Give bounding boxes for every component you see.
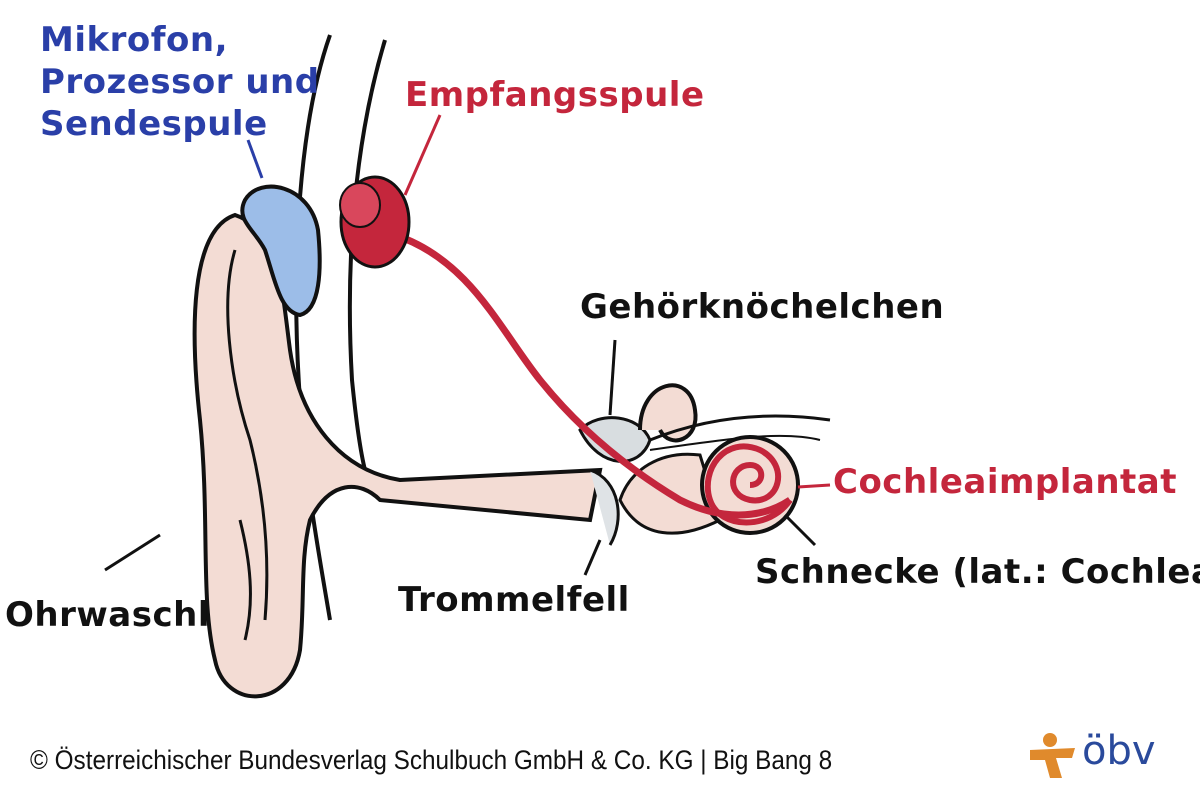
label-processor-line1: Mikrofon, <box>40 20 228 60</box>
cochlea-pointer <box>783 513 817 547</box>
receiver-pointer <box>403 114 442 196</box>
ossicles-pointer <box>608 339 617 416</box>
label-eardrum: Trommelfell <box>398 580 630 620</box>
label-receiver: Empfangsspule <box>405 75 705 115</box>
receiver-coil-cap <box>339 182 381 228</box>
eardrum <box>589 468 620 546</box>
obv-logo-mark <box>1030 733 1075 778</box>
copyright-footer: © Österreichischer Bundesverlag Schulbuc… <box>30 745 833 775</box>
ear-lobe-line <box>238 519 252 641</box>
outer-ear <box>192 212 603 699</box>
label-implant: Cochleaimplantat <box>833 462 1177 502</box>
label-outer-ear: Ohrwaschl <box>5 595 210 635</box>
ear-fold <box>226 249 269 621</box>
skull-outline <box>347 39 387 471</box>
nerve <box>649 414 831 442</box>
head-outline <box>294 34 332 621</box>
label-ossicles: Gehörknöchelchen <box>580 287 945 327</box>
eardrum-pointer <box>583 539 602 576</box>
obv-logo-text: öbv <box>1082 728 1156 774</box>
processor <box>240 184 322 318</box>
label-cochlea: Schnecke (lat.: Cochlea <box>755 552 1200 592</box>
ossicles <box>578 416 652 463</box>
label-processor-line2: Prozessor und <box>40 62 320 102</box>
implant-lead <box>393 231 792 519</box>
label-processor-line3: Sendespule <box>40 104 268 144</box>
semicircular-canals <box>638 383 698 443</box>
implant-pointer <box>797 483 831 489</box>
outer-ear-pointer <box>104 533 161 572</box>
processor-pointer <box>246 139 264 179</box>
